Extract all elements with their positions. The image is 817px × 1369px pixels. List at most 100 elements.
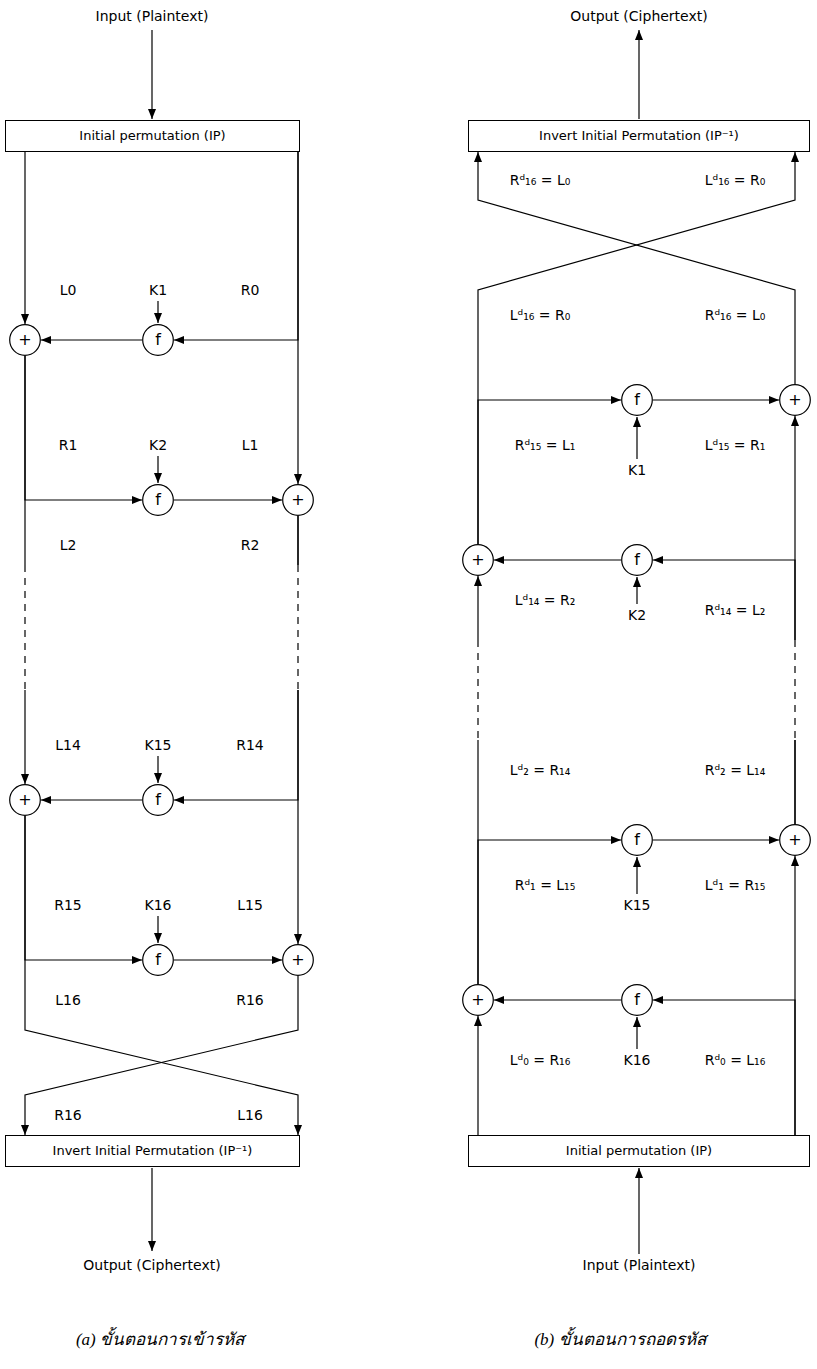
omitted-rounds xyxy=(20,565,800,740)
data-flow-line xyxy=(478,152,795,384)
xor-circle: + xyxy=(9,784,41,816)
key-label: K16 xyxy=(624,1052,651,1069)
input-arrow xyxy=(638,1168,639,1254)
key-label: K15 xyxy=(145,737,172,754)
data-flow-line xyxy=(653,1000,795,1135)
data-flow-line xyxy=(653,560,795,824)
signal-label: L14 xyxy=(55,737,81,754)
data-flow-line xyxy=(25,976,298,1135)
signal-label: Rᵈ₁ = L₁₅ xyxy=(515,877,576,894)
node-text: + xyxy=(291,952,304,968)
function-circle: f xyxy=(142,944,174,976)
data-flow-line xyxy=(25,816,142,960)
node-text: + xyxy=(471,992,484,1008)
permutation-box: Invert Initial Permutation (IP⁻¹) xyxy=(468,120,810,152)
data-flow-line xyxy=(478,400,621,544)
key-arrow xyxy=(636,417,637,459)
signal-label: Lᵈ₁₅ = R₁ xyxy=(705,437,766,454)
io-label: Output (Ciphertext) xyxy=(83,1257,220,1274)
node-text: Invert Initial Permutation (IP⁻¹) xyxy=(53,1143,253,1159)
data-flow-line xyxy=(478,840,621,984)
data-flow-line xyxy=(477,576,478,984)
signal-label: Rᵈ₀ = L₁₆ xyxy=(705,1052,766,1069)
node-text: f xyxy=(155,332,161,348)
key-label: K16 xyxy=(145,897,172,914)
data-flow-line xyxy=(478,152,795,544)
node-text: f xyxy=(634,832,640,848)
figure-caption: (b) ขั้นตอนการถอดรหัส xyxy=(534,1330,705,1350)
node-text: + xyxy=(18,332,31,348)
signal-label: R0 xyxy=(241,282,260,299)
node-text: + xyxy=(18,792,31,808)
function-circle: f xyxy=(621,384,653,416)
key-arrow xyxy=(157,916,158,943)
signal-label: Rᵈ₁₅ = L₁ xyxy=(515,437,576,454)
signal-label: R1 xyxy=(59,437,78,454)
signal-label: Lᵈ₀ = R₁₆ xyxy=(510,1052,571,1069)
data-flow-line xyxy=(653,399,779,400)
data-flow-line xyxy=(174,499,282,500)
key-label: K2 xyxy=(628,607,646,624)
node-text: f xyxy=(634,552,640,568)
key-arrow xyxy=(157,456,158,483)
function-circle: f xyxy=(621,824,653,856)
data-flow-line xyxy=(41,339,142,340)
signal-label: L1 xyxy=(242,437,259,454)
data-flow-line xyxy=(25,356,142,500)
signal-label: Rᵈ₂ = L₁₄ xyxy=(705,762,766,779)
signal-label: L0 xyxy=(60,282,77,299)
signal-label: L16 xyxy=(55,992,81,1009)
function-circle: f xyxy=(621,984,653,1016)
key-label: K1 xyxy=(628,462,646,479)
data-flow-line xyxy=(794,416,795,824)
data-flow-line xyxy=(794,856,795,1135)
data-flow-line xyxy=(25,816,298,1135)
xor-circle: + xyxy=(282,484,314,516)
signal-label: L2 xyxy=(60,537,77,554)
signal-label: Rᵈ₁₄ = L₂ xyxy=(705,602,766,619)
signal-label: Lᵈ₁₄ = R₂ xyxy=(515,592,576,609)
signal-label: R16 xyxy=(54,1107,82,1124)
node-text: f xyxy=(634,992,640,1008)
xor-circle: + xyxy=(462,544,494,576)
data-flow-line xyxy=(653,839,779,840)
signal-label: R16 xyxy=(236,992,264,1009)
function-circle: f xyxy=(142,784,174,816)
output-arrow xyxy=(638,30,639,119)
signal-label: L15 xyxy=(237,897,263,914)
data-flow-line xyxy=(174,152,298,340)
figure-caption: (a) ขั้นตอนการเข้ารหัส xyxy=(76,1330,244,1350)
xor-circle: + xyxy=(779,384,811,416)
data-flow-line xyxy=(174,959,282,960)
node-text: f xyxy=(155,792,161,808)
xor-circle: + xyxy=(779,824,811,856)
signal-label: Rᵈ₁₆ = L₀ xyxy=(705,307,766,324)
function-circle: f xyxy=(142,484,174,516)
node-text: + xyxy=(788,832,801,848)
node-text: f xyxy=(155,952,161,968)
io-label: Output (Ciphertext) xyxy=(570,8,707,25)
signal-label: Lᵈ₂ = R₁₄ xyxy=(510,762,571,779)
node-text: f xyxy=(634,392,640,408)
permutation-box: Invert Initial Permutation (IP⁻¹) xyxy=(5,1135,300,1167)
key-label: K1 xyxy=(149,282,167,299)
signal-label: Rᵈ₁₆ = L₀ xyxy=(510,172,571,189)
permutation-box: Initial permutation (IP) xyxy=(5,120,300,152)
input-arrow xyxy=(151,30,152,119)
signal-label: Lᵈ₁ = R₁₅ xyxy=(705,877,766,894)
signal-label: Lᵈ₁₆ = R₀ xyxy=(705,172,766,189)
key-label: K15 xyxy=(624,897,651,914)
node-text: Initial permutation (IP) xyxy=(79,128,225,144)
function-circle: f xyxy=(142,324,174,356)
signal-label: R15 xyxy=(54,897,82,914)
io-label: Input (Plaintext) xyxy=(583,1257,696,1274)
data-flow-line xyxy=(24,356,25,784)
node-text: + xyxy=(471,552,484,568)
key-arrow xyxy=(636,577,637,604)
key-arrow xyxy=(157,301,158,323)
xor-circle: + xyxy=(462,984,494,1016)
node-text: Invert Initial Permutation (IP⁻¹) xyxy=(539,128,739,144)
node-text: Initial permutation (IP) xyxy=(566,1143,712,1159)
connector-group xyxy=(25,152,795,1135)
